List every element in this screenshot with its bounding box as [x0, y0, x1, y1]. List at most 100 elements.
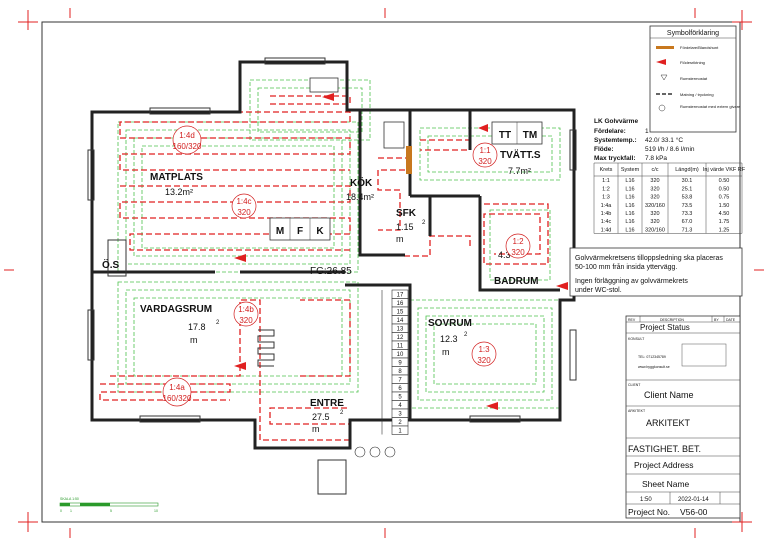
project-number: V56-00 — [680, 507, 708, 517]
architect-name: ARKITEKT — [646, 418, 691, 428]
stair-step-number: 5 — [398, 395, 402, 401]
appliance-f: F — [297, 226, 303, 237]
table-cell: L16 — [625, 219, 634, 225]
svg-text:320: 320 — [237, 208, 251, 217]
circuit-tag-1-4a: 1:4a 160/320 — [163, 377, 192, 407]
client-name: Client Name — [644, 390, 694, 400]
stair-step-number: 3 — [398, 412, 402, 418]
legend-item-distributor: Fördelare/Blandshunt — [680, 45, 719, 50]
table-cell: 1:4b — [601, 211, 612, 217]
svg-text:1:3: 1:3 — [478, 345, 490, 354]
appliance-tt: TT — [499, 130, 511, 141]
svg-text:320: 320 — [511, 248, 525, 257]
table-cell: L16 — [625, 178, 634, 184]
heating-circuits — [99, 95, 549, 441]
table-cell: 1:3 — [602, 195, 610, 201]
svg-text:519 l/h / 8.6 l/min: 519 l/h / 8.6 l/min — [645, 146, 695, 153]
table-cell: 1.75 — [719, 219, 730, 225]
svg-text:CLIENT: CLIENT — [628, 383, 641, 387]
entrance-step — [317, 459, 347, 495]
room-entre-sq: 2 — [340, 410, 344, 416]
table-cell: 53.8 — [682, 195, 693, 201]
room-tvatt-area: 7.7m² — [508, 166, 531, 176]
svg-text:42.0/ 33.1 °C: 42.0/ 33.1 °C — [645, 136, 683, 144]
svg-text:ARKITEKT: ARKITEKT — [628, 409, 646, 413]
svg-text:320: 320 — [477, 356, 491, 365]
stair-steps-lower — [354, 446, 396, 458]
table-cell: 320 — [650, 219, 659, 225]
stair-step-number: 12 — [397, 335, 404, 341]
room-kok: KÖK — [350, 176, 373, 189]
svg-text:7.8 kPa: 7.8 kPa — [645, 155, 667, 162]
note-line-3: Ingen förläggning av golvvärmekrets — [575, 278, 688, 285]
svg-text:160/320: 160/320 — [173, 142, 202, 151]
radiator-coil-icon — [257, 329, 275, 367]
circuit-tag-1-4b: 1:4b 320 — [233, 301, 259, 327]
flow-arrows — [234, 93, 568, 410]
stair-step-number: 14 — [397, 318, 404, 324]
project-number-label: Project No. — [628, 507, 670, 517]
table-cell: 1:4a — [601, 203, 613, 209]
legend-thermostat-icon — [660, 74, 668, 81]
system-info: LK Golvvärme Fördelare: 1 Systemtemp.: 4… — [594, 118, 695, 162]
svg-text:SKALA 1:50: SKALA 1:50 — [60, 497, 79, 501]
svg-text:Systemtemp.:: Systemtemp.: — [594, 137, 637, 144]
system-info-title: LK Golvvärme — [594, 118, 638, 125]
note-line-1: Golvvärmekretsens tilloppsledning ska pl… — [575, 255, 723, 262]
table-cell: 320 — [650, 211, 659, 217]
svg-text:DATE: DATE — [726, 318, 736, 322]
table-cell: 0.50 — [719, 178, 730, 184]
room-sovrum-sq: 2 — [464, 332, 468, 338]
svg-text:160/320: 160/320 — [163, 394, 192, 403]
room-vardagsrum-sq: 2 — [216, 320, 220, 326]
svg-text:1:4d: 1:4d — [179, 131, 195, 140]
legend-flow-icon — [656, 59, 666, 65]
svg-text:BY: BY — [714, 318, 719, 322]
svg-text:Max tryckfall:: Max tryckfall: — [594, 155, 636, 162]
circuit-tag-1-4c: 1:4c 320 — [231, 193, 257, 219]
svg-text:REV: REV — [628, 318, 636, 322]
circuit-tag-1-2: 1:2 320 — [505, 233, 531, 259]
interior-walls — [92, 110, 560, 420]
stair-step-number: 9 — [398, 361, 402, 367]
legend-distributor-icon — [656, 46, 674, 49]
sink-icon — [383, 121, 405, 149]
svg-text:5: 5 — [110, 509, 112, 513]
note-line-4: under WC-stol. — [575, 287, 622, 294]
legend-item-feed: Matning / tryckning — [680, 92, 714, 97]
table-cell: 30.1 — [682, 178, 693, 184]
table-cell: 4.50 — [719, 211, 730, 217]
consultant-logo — [681, 343, 727, 367]
table-cell: 1:4c — [601, 219, 612, 225]
stair-step-number: 6 — [398, 386, 402, 392]
svg-text:1:4b: 1:4b — [238, 305, 254, 314]
outer-walls — [90, 60, 576, 450]
property-designation: FASTIGHET. BET. — [628, 444, 701, 454]
stair-step-number: 1 — [398, 429, 402, 435]
distributor-icon — [406, 146, 412, 174]
consultant-web: www.byggkonsult.se — [638, 365, 670, 369]
svg-text:Flöde:: Flöde: — [594, 146, 614, 153]
legend-item-flow: Flödesriktning — [680, 60, 705, 65]
stair-step — [391, 425, 409, 435]
stair-step-number: 15 — [397, 310, 404, 316]
room-sfk: SFK — [396, 208, 417, 219]
table-cell: 1.50 — [719, 203, 730, 209]
drawing-date: 2022-01-14 — [678, 497, 709, 503]
consultant-phone: TEL: 0712345789 — [638, 355, 666, 359]
svg-text:DESCRIPTION: DESCRIPTION — [660, 318, 684, 322]
svg-text:1:4c: 1:4c — [236, 197, 251, 206]
table-cell: 1:1 — [602, 178, 610, 184]
sheet-name: Sheet Name — [642, 479, 690, 489]
room-sovrum-unit: m — [442, 347, 450, 357]
room-badrum: BADRUM — [494, 276, 538, 287]
consultant-label: KONSULT — [628, 337, 645, 341]
legend-external-sensor-icon — [658, 104, 666, 112]
svg-text:0: 0 — [60, 509, 62, 513]
room-vardagsrum-unit: m — [190, 335, 198, 345]
appliance-m: M — [276, 226, 284, 237]
table-header: System — [621, 167, 640, 173]
table-cell: 0.75 — [719, 195, 730, 201]
crop-marks — [4, 8, 764, 538]
svg-text:1:1: 1:1 — [479, 146, 491, 155]
